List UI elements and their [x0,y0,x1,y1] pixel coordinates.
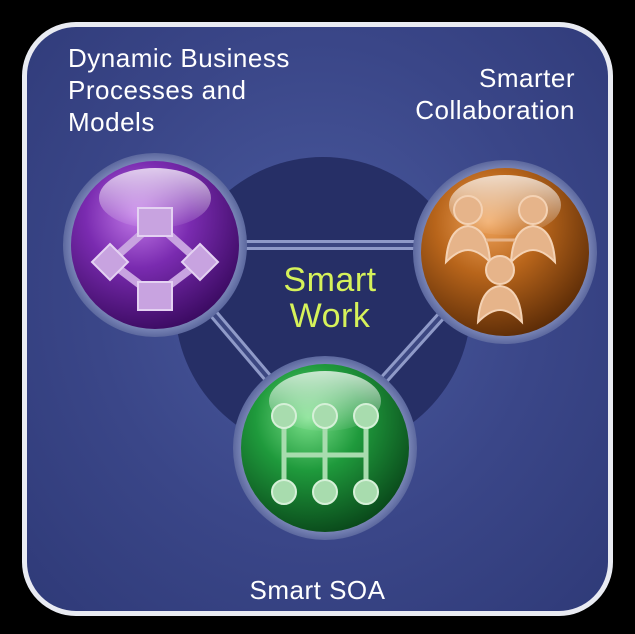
people-icon [444,195,557,325]
label-collaboration-line-2: Collaboration [415,95,575,125]
label-soa: Smart SOA [0,574,635,606]
label-collaboration-line-1: Smarter [479,63,575,93]
process-flow-icon [90,207,220,311]
node-soa [233,356,417,540]
hub-disc [175,157,471,453]
label-collaboration: Smarter Collaboration [415,62,575,126]
label-processes-line-1: Dynamic Business [68,43,290,73]
node-collaboration [413,160,597,344]
node-processes [63,153,247,337]
label-processes-line-3: Models [68,107,155,137]
center-title: Smart Work [283,261,377,335]
service-network-icon [271,403,379,505]
label-processes: Dynamic Business Processes and Models [68,42,290,138]
label-soa-line-1: Smart SOA [249,575,386,605]
label-processes-line-2: Processes and [68,75,247,105]
